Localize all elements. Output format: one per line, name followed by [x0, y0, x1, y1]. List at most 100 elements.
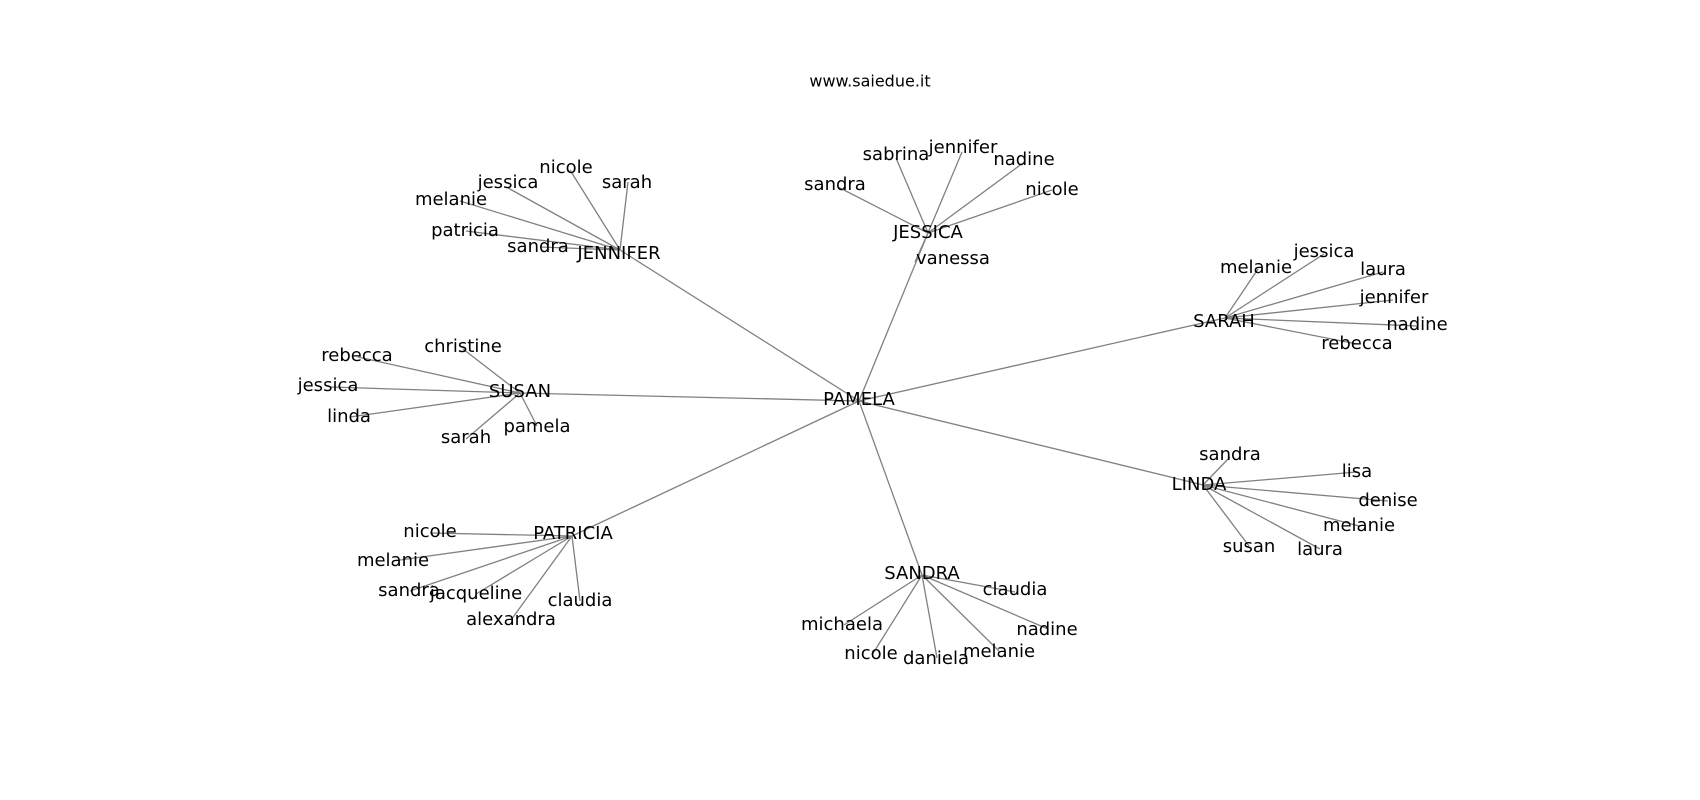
edge-linda-to-laura — [1202, 484, 1321, 550]
edge-patricia-to-jacqueline — [475, 535, 573, 595]
node-jennifer-jessica: jessica — [477, 172, 539, 193]
root-node-label: PAMELA — [823, 389, 895, 410]
node-sarah-jennifer: jennifer — [1359, 287, 1429, 308]
node-sarah-jessica: jessica — [1293, 241, 1355, 262]
node-susan-sarah: sarah — [441, 427, 491, 448]
edge-jessica-to-sabrina — [895, 157, 929, 234]
edge-patricia-to-claudia — [571, 535, 581, 602]
node-susan-jessica: jessica — [297, 375, 359, 396]
node-linda-melanie: melanie — [1323, 515, 1395, 536]
edge-susan-to-jessica — [329, 386, 521, 394]
node-jessica-sabrina: sabrina — [863, 144, 930, 165]
edge-patricia-to-sandra — [409, 535, 573, 592]
edge-root-to-jennifer — [619, 249, 860, 402]
edge-linda-to-denise — [1202, 484, 1389, 502]
node-susan-rebecca: rebecca — [321, 345, 392, 366]
edge-jessica-to-vanessa — [914, 232, 929, 263]
node-jennifer-patricia: patricia — [431, 220, 499, 241]
edge-patricia-to-nicole — [429, 532, 573, 537]
edge-root-to-susan — [519, 392, 860, 402]
node-sandra-michaela: michaela — [801, 614, 883, 635]
edge-jessica-to-nadine — [927, 162, 1024, 234]
node-sandra-claudia: claudia — [983, 579, 1048, 600]
node-linda-lisa: lisa — [1342, 461, 1372, 482]
edge-sandra-to-michaela — [843, 574, 923, 626]
node-sarah-melanie: melanie — [1220, 257, 1292, 278]
node-jessica-vanessa: vanessa — [916, 248, 990, 269]
node-linda-denise: denise — [1358, 490, 1417, 511]
node-sarah-nadine: nadine — [1386, 314, 1447, 335]
node-linda-laura: laura — [1297, 539, 1343, 560]
node-jennifer-sarah: sarah — [602, 172, 652, 193]
node-susan-christine: christine — [424, 336, 502, 357]
edge-sandra-to-nicole — [871, 574, 923, 656]
edge-patricia-to-alexandra — [510, 535, 573, 621]
node-patricia-nicole: nicole — [403, 521, 456, 542]
hub-node-jennifer: JENNIFER — [576, 243, 660, 264]
edge-linda-to-lisa — [1202, 471, 1358, 486]
edge-jennifer-to-melanie — [459, 200, 621, 251]
node-susan-pamela: pamela — [503, 416, 570, 437]
edge-root-to-sarah — [858, 317, 1226, 402]
edge-root-to-jessica — [858, 232, 929, 402]
node-patricia-jacqueline: jacqueline — [429, 583, 522, 604]
node-sarah-rebecca: rebecca — [1321, 333, 1392, 354]
edge-root-to-patricia — [571, 400, 860, 537]
hub-node-jessica: JESSICA — [892, 222, 963, 243]
node-patricia-melanie: melanie — [357, 550, 429, 571]
node-jennifer-sandra: sandra — [507, 236, 569, 257]
node-sandra-nicole: nicole — [844, 643, 897, 664]
hub-node-sarah: SARAH — [1193, 311, 1255, 332]
edges-layer — [329, 151, 1419, 659]
node-jennifer-melanie: melanie — [415, 189, 487, 210]
edge-susan-to-sarah — [465, 392, 521, 440]
node-patricia-claudia: claudia — [548, 590, 613, 611]
edge-sarah-to-jessica — [1224, 253, 1325, 319]
edge-jessica-to-jennifer — [927, 151, 963, 234]
edge-sarah-to-rebecca — [1224, 317, 1358, 345]
node-sandra-melanie: melanie — [963, 641, 1035, 662]
node-jessica-jennifer: jennifer — [928, 137, 998, 158]
node-jessica-nicole: nicole — [1025, 179, 1078, 200]
edge-jennifer-to-sarah — [619, 181, 629, 251]
edge-jennifer-to-jessica — [507, 187, 621, 251]
edge-susan-to-christine — [462, 348, 521, 394]
node-linda-susan: susan — [1223, 536, 1276, 557]
edge-susan-to-linda — [349, 392, 521, 418]
edge-sarah-to-laura — [1224, 271, 1384, 319]
edge-jennifer-to-nicole — [569, 169, 621, 251]
edge-susan-to-pamela — [519, 392, 538, 427]
node-linda-sandra: sandra — [1199, 444, 1261, 465]
node-jessica-nadine: nadine — [993, 149, 1054, 170]
hub-node-patricia: PATRICIA — [533, 523, 613, 544]
edge-jennifer-to-patricia — [465, 230, 621, 251]
edge-susan-to-rebecca — [357, 356, 521, 394]
edge-jessica-to-sandra — [837, 186, 929, 234]
edge-sandra-to-claudia — [921, 574, 1016, 593]
node-susan-linda: linda — [327, 406, 371, 427]
edge-sandra-to-daniela — [921, 574, 938, 659]
node-patricia-alexandra: alexandra — [466, 609, 556, 630]
hub-node-susan: SUSAN — [489, 381, 551, 402]
node-sandra-daniela: daniela — [903, 648, 969, 669]
edge-sarah-to-nadine — [1224, 317, 1419, 327]
hub-node-sandra: SANDRA — [884, 563, 960, 584]
node-sandra-nadine: nadine — [1016, 619, 1077, 640]
node-jennifer-nicole: nicole — [539, 157, 592, 178]
edge-sarah-to-melanie — [1224, 268, 1259, 319]
edge-root-to-sandra — [858, 400, 923, 576]
edge-jessica-to-nicole — [927, 189, 1053, 234]
edge-sandra-to-melanie — [921, 574, 1000, 652]
node-patricia-sandra: sandra — [378, 580, 440, 601]
edge-linda-to-susan — [1202, 484, 1250, 547]
hub-node-linda: LINDA — [1172, 474, 1227, 495]
edge-linda-to-sandra — [1202, 456, 1231, 486]
edge-sarah-to-jennifer — [1224, 299, 1394, 319]
diagram-title: www.saiedue.it — [809, 72, 930, 91]
node-sarah-laura: laura — [1360, 259, 1406, 280]
edge-jennifer-to-sandra — [539, 246, 621, 251]
edge-linda-to-melanie — [1202, 484, 1360, 527]
edge-patricia-to-melanie — [392, 535, 573, 562]
